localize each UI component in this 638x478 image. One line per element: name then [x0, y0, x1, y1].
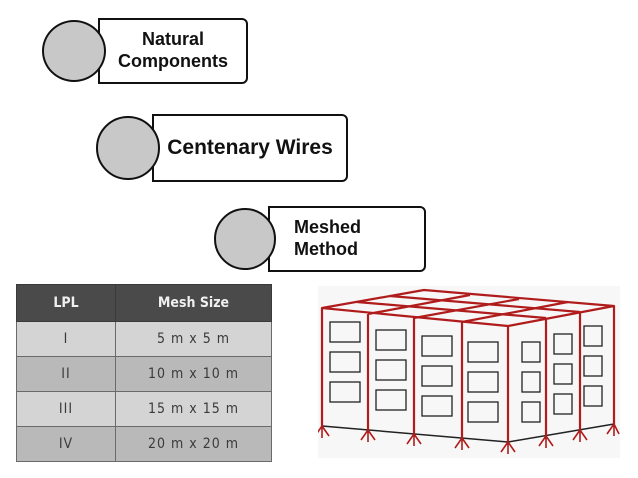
window: [421, 395, 453, 417]
window: [375, 359, 407, 381]
meshed-building-illustration: [314, 286, 620, 458]
window: [521, 341, 541, 363]
lightning-mesh: [314, 288, 620, 454]
method-meshed-method: Meshed Method: [214, 206, 426, 272]
earth-terminal: [538, 435, 554, 448]
window: [583, 325, 603, 347]
bullet-circle-icon: [42, 20, 106, 82]
window: [375, 389, 407, 411]
earth-terminal: [454, 437, 470, 450]
window: [583, 385, 603, 407]
window: [553, 333, 573, 355]
window: [329, 381, 361, 403]
roof-mesh-line: [461, 300, 569, 324]
window: [467, 401, 499, 423]
earth-terminal: [360, 429, 376, 442]
method-label: Natural Components: [118, 29, 228, 71]
bullet-circle-icon: [96, 116, 160, 180]
table-row: I 5 m x 5 m: [16, 321, 272, 357]
table-row: IV 20 m x 20 m: [16, 426, 272, 462]
window: [521, 371, 541, 393]
building-mesh-drawing: [314, 288, 620, 454]
lpl-cell: IV: [16, 426, 116, 462]
window: [421, 365, 453, 387]
method-label: Centenary Wires: [167, 136, 333, 160]
base-line-side: [507, 423, 615, 443]
earth-terminals: [314, 423, 620, 454]
lpl-cell: I: [16, 321, 116, 357]
method-centenary-wires: Centenary Wires: [96, 114, 348, 182]
method-box: Natural Components: [98, 18, 248, 84]
method-natural-components: Natural Components: [42, 18, 248, 84]
column-header-lpl: LPL: [16, 284, 116, 322]
table-header-row: LPL Mesh Size: [16, 284, 272, 322]
roof-mesh-line: [413, 297, 520, 320]
window: [329, 321, 361, 343]
building-windows: [329, 321, 603, 423]
earth-terminal: [500, 441, 516, 454]
mesh-size-cell: 5 m x 5 m: [115, 321, 272, 357]
window: [329, 351, 361, 373]
window: [467, 341, 499, 363]
lpl-table: LPL Mesh Size I 5 m x 5 m II 10 m x 10 m…: [16, 284, 272, 462]
window: [553, 393, 573, 415]
roof-mesh-line: [389, 294, 581, 314]
mesh-size-cell: 10 m x 10 m: [115, 356, 272, 392]
window: [553, 363, 573, 385]
window: [421, 335, 453, 357]
window: [521, 401, 541, 423]
method-box: Meshed Method: [268, 206, 426, 272]
method-label: Meshed Method: [294, 217, 362, 259]
column-header-mesh-size: Mesh Size: [115, 284, 272, 322]
mesh-size-table: LPL Mesh Size I 5 m x 5 m II 10 m x 10 m…: [16, 284, 272, 462]
method-box: Centenary Wires: [152, 114, 348, 182]
bullet-circle-icon: [214, 208, 276, 270]
window: [583, 355, 603, 377]
earth-terminal: [606, 423, 620, 436]
earth-terminal: [406, 433, 422, 446]
window: [375, 329, 407, 351]
mesh-size-cell: 15 m x 15 m: [115, 391, 272, 427]
table-row: III 15 m x 15 m: [16, 391, 272, 427]
lpl-cell: II: [16, 356, 116, 392]
lpl-cell: III: [16, 391, 116, 427]
window: [467, 371, 499, 393]
roof-mesh-line: [367, 293, 471, 316]
earth-terminal: [572, 429, 588, 442]
earth-terminal: [314, 425, 330, 438]
mesh-size-cell: 20 m x 20 m: [115, 426, 272, 462]
roof-mesh-line: [356, 300, 547, 320]
table-row: II 10 m x 10 m: [16, 356, 272, 392]
